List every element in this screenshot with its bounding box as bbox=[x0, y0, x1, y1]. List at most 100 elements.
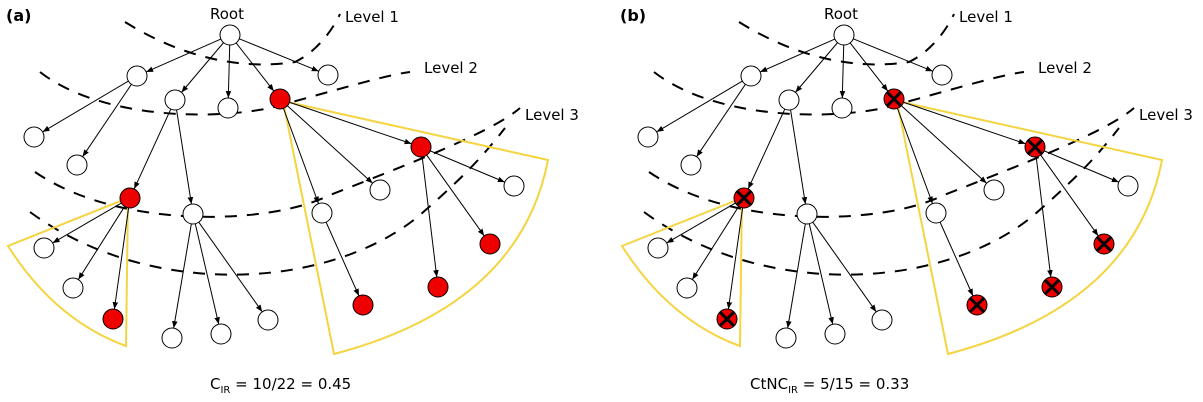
edge-d3-d3b bbox=[426, 154, 485, 237]
node-d2 bbox=[369, 179, 391, 201]
node-root bbox=[219, 24, 241, 46]
edge-b2-b2a bbox=[172, 223, 192, 329]
panel-a-label: (a) bbox=[6, 6, 31, 25]
cross-mark bbox=[969, 297, 985, 313]
panel-a: (a) Root Level 1 Level 2 Level 3 CIR = 1… bbox=[6, 5, 579, 396]
node-a1 bbox=[23, 126, 45, 148]
node-a2 bbox=[66, 154, 88, 176]
edge-b-b2 bbox=[176, 109, 194, 205]
formula-b: CtNCIR = 5/15 = 0.33 bbox=[750, 375, 909, 396]
edge-d3-d3c bbox=[421, 156, 439, 278]
node-b2 bbox=[796, 203, 818, 225]
tree-edges bbox=[42, 38, 505, 329]
panel-b-label: (b) bbox=[620, 6, 646, 25]
node-b2b bbox=[824, 323, 846, 345]
cross-mark bbox=[736, 190, 752, 206]
node-b bbox=[164, 89, 186, 111]
level-1-label: Level 1 bbox=[959, 8, 1013, 26]
highlighted-node-b1 bbox=[119, 187, 141, 209]
edge-d1-d1a bbox=[939, 221, 974, 297]
node-d1 bbox=[311, 202, 333, 224]
level-boundary-2 bbox=[39, 71, 411, 116]
tree-nodes bbox=[637, 24, 1139, 349]
level-2-label: Level 2 bbox=[1038, 59, 1092, 77]
node-b2 bbox=[182, 203, 204, 225]
formula-value: = 10/22 = 0.45 bbox=[230, 375, 351, 393]
edge-a-a1 bbox=[42, 80, 129, 133]
formula-main: C bbox=[210, 375, 220, 393]
edge-d-d2 bbox=[287, 105, 373, 184]
edge-b1-b1a bbox=[666, 202, 736, 244]
edge-root-d bbox=[849, 42, 889, 92]
edge-a-a2 bbox=[82, 84, 132, 157]
highlighted-node-d3b bbox=[479, 233, 501, 255]
level-boundary-1 bbox=[124, 13, 341, 66]
node-e bbox=[317, 64, 339, 86]
formula-a: CIR = 10/22 = 0.45 bbox=[210, 375, 351, 396]
edge-root-b bbox=[181, 42, 224, 93]
node-a bbox=[740, 65, 762, 87]
level-3-label: Level 3 bbox=[1139, 106, 1193, 124]
edge-root-e bbox=[853, 38, 933, 72]
edge-root-c bbox=[225, 44, 232, 99]
formula-subscript: IR bbox=[788, 385, 798, 396]
edge-b2-b2c bbox=[198, 221, 263, 313]
edge-b2-b2b bbox=[194, 223, 220, 325]
edge-b1-b1a bbox=[52, 202, 122, 244]
formula-value: = 5/15 = 0.33 bbox=[798, 375, 909, 393]
edge-b2-b2a bbox=[786, 223, 806, 329]
edge-d-d1 bbox=[896, 108, 934, 204]
edge-root-a bbox=[759, 38, 836, 73]
node-c bbox=[831, 97, 853, 119]
cross-mark bbox=[1044, 279, 1060, 295]
node-d3a bbox=[503, 175, 525, 197]
root-label: Root bbox=[824, 5, 858, 23]
edge-d3-d3c bbox=[1035, 156, 1053, 278]
highlighted-node-d1a bbox=[352, 294, 374, 316]
edge-b2-b2c bbox=[812, 221, 877, 313]
level-boundaries bbox=[29, 13, 521, 276]
node-b2b bbox=[210, 323, 232, 345]
edge-root-b bbox=[795, 42, 838, 93]
panel-b: (b) Root Level 1 Level 2 Level 3 CtNCIR … bbox=[620, 5, 1193, 396]
node-b2a bbox=[775, 327, 797, 349]
edge-d1-d1a bbox=[325, 221, 360, 297]
node-b2c bbox=[871, 309, 893, 331]
node-b bbox=[778, 89, 800, 111]
subtree-sectors bbox=[620, 99, 1164, 356]
subtree-sector-1 bbox=[620, 196, 744, 348]
edge-b-b1 bbox=[747, 108, 786, 190]
level-boundary-2 bbox=[653, 71, 1025, 116]
node-b1a bbox=[647, 237, 669, 259]
cross-mark bbox=[719, 311, 735, 327]
node-e bbox=[931, 64, 953, 86]
edge-root-c bbox=[839, 44, 846, 99]
level-boundary-1 bbox=[738, 13, 955, 66]
root-label: Root bbox=[210, 5, 244, 23]
edge-a-a2 bbox=[696, 84, 746, 157]
node-b2a bbox=[161, 327, 183, 349]
level-2-label: Level 2 bbox=[424, 59, 478, 77]
level-boundary-3 bbox=[34, 107, 521, 218]
node-b1b bbox=[676, 277, 698, 299]
node-a2 bbox=[680, 154, 702, 176]
edge-b1-b1c bbox=[726, 207, 744, 310]
cross-mark bbox=[886, 91, 902, 107]
node-d2 bbox=[983, 179, 1005, 201]
edge-root-d bbox=[235, 42, 275, 92]
edge-d-d3 bbox=[903, 101, 1026, 145]
level-boundary-4 bbox=[29, 127, 506, 276]
node-b2c bbox=[257, 309, 279, 331]
edge-d3-d3a bbox=[430, 150, 505, 183]
edge-b-b1 bbox=[133, 108, 172, 190]
edge-d-d1 bbox=[282, 108, 320, 204]
highlighted-node-d bbox=[269, 88, 291, 110]
highlighted-node-b1c bbox=[102, 308, 124, 330]
edge-b1-b1b bbox=[691, 206, 740, 280]
formula-main: CtNC bbox=[750, 375, 788, 393]
subtree-sector-2 bbox=[895, 99, 1164, 356]
edge-d3-d3a bbox=[1044, 150, 1119, 183]
tree-nodes bbox=[23, 24, 525, 349]
edge-b1-b1c bbox=[112, 207, 130, 310]
